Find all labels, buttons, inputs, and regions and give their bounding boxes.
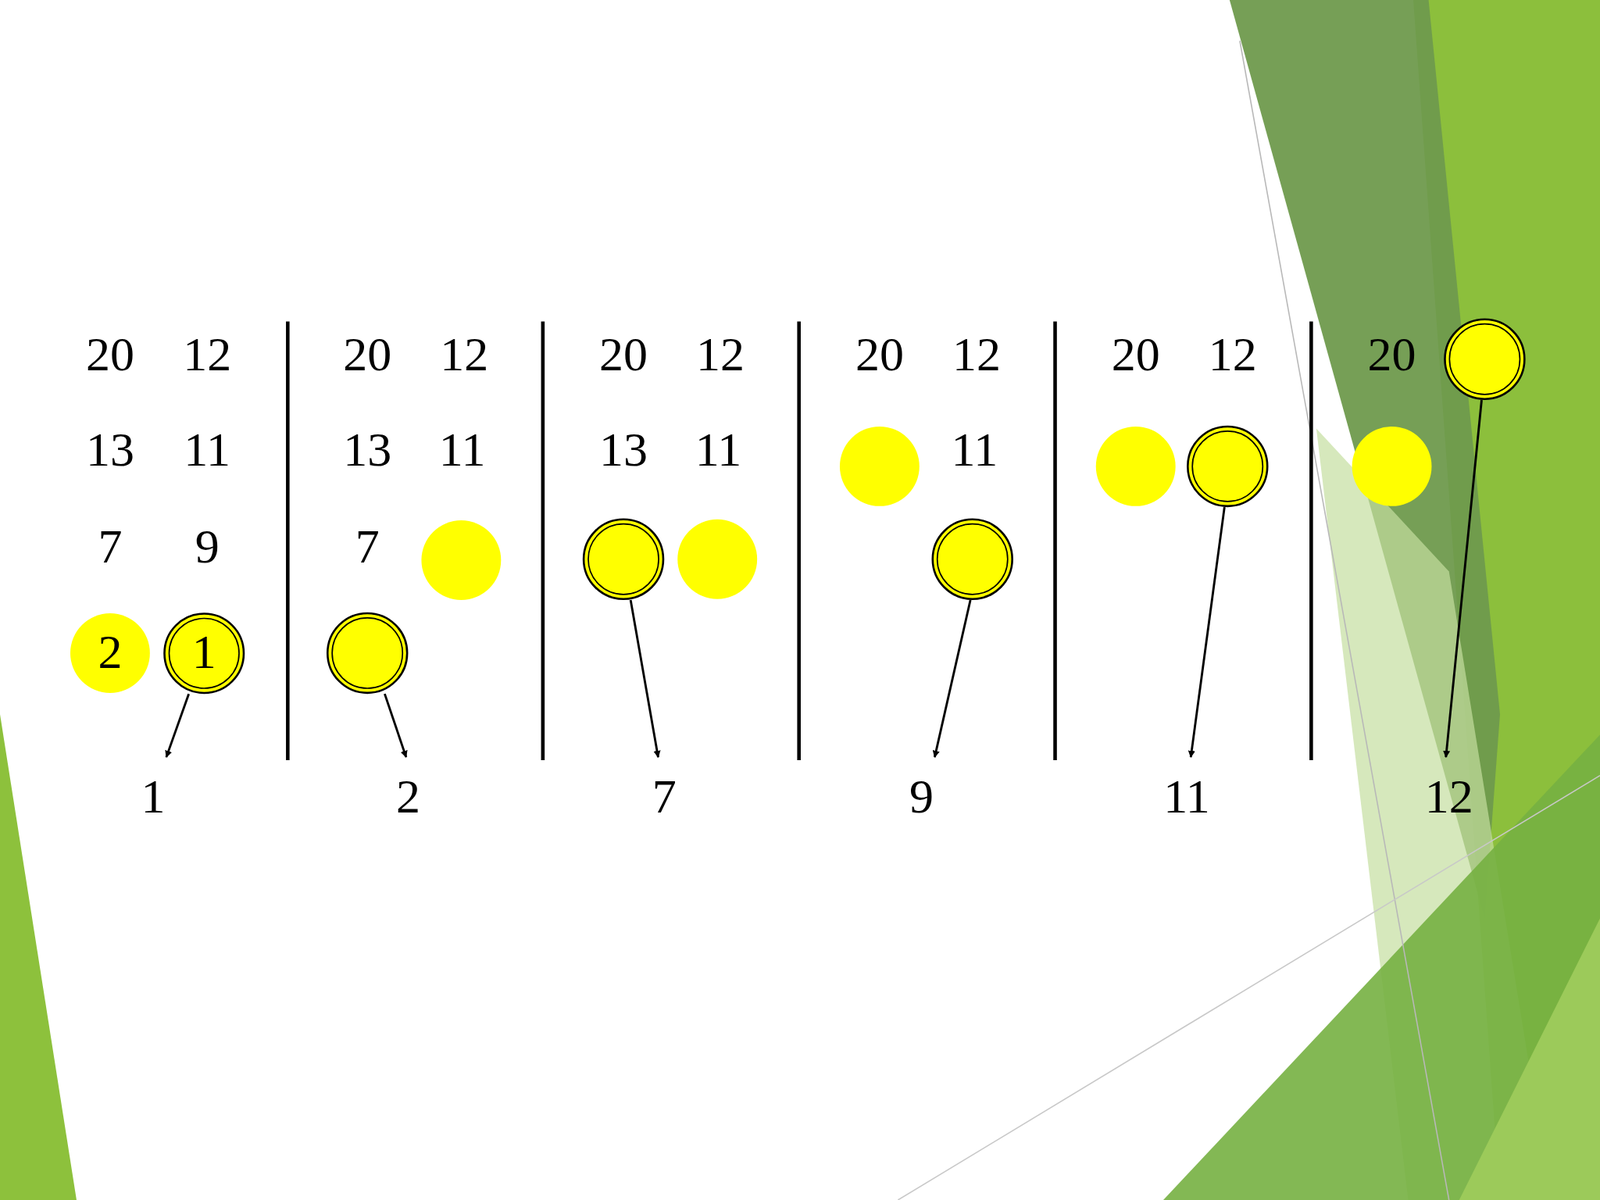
empty-slot (1352, 426, 1433, 507)
panel-divider (796, 321, 801, 761)
output-arrow (1446, 400, 1483, 758)
input-number: 12 (1208, 329, 1258, 379)
input-number: 9 (195, 521, 220, 571)
selected-number-circle: 1 (163, 612, 245, 694)
input-number: 11 (695, 425, 743, 474)
output-number: 7 (652, 771, 677, 821)
theme-band (1163, 734, 1600, 1200)
number-text: 2 (98, 627, 123, 676)
ring-inner (168, 617, 239, 688)
input-number: 13 (599, 425, 648, 474)
theme-band (1459, 918, 1600, 1200)
ring-inner (332, 617, 403, 689)
ring-outer (583, 519, 664, 600)
theme-line (1239, 40, 1450, 1200)
input-number: 12 (696, 329, 745, 379)
ring-inner (588, 524, 659, 595)
input-number: 20 (855, 329, 904, 379)
input-number: 12 (439, 329, 489, 379)
selected-slot (327, 613, 408, 693)
input-number: 20 (599, 329, 648, 379)
ring-inner (1192, 431, 1263, 502)
input-number: 11 (183, 425, 231, 474)
ring-inner (937, 524, 1008, 595)
selected-slot (1187, 426, 1268, 507)
selected-slot (932, 519, 1013, 600)
output-arrow (1190, 507, 1225, 758)
empty-slot (839, 426, 920, 507)
ring-inner (1449, 324, 1520, 395)
panel-divider (541, 321, 546, 761)
input-number: 20 (342, 329, 392, 379)
empty-slot (1096, 426, 1176, 507)
input-number: 7 (98, 521, 123, 571)
output-arrow (934, 600, 971, 758)
input-number: 20 (1111, 329, 1161, 379)
selected-slot (583, 519, 664, 600)
theme-band (0, 714, 77, 1200)
input-number: 13 (85, 425, 135, 474)
input-number: 20 (85, 329, 135, 379)
output-number: 12 (1425, 771, 1474, 821)
ring-outer (327, 613, 408, 693)
empty-slot (421, 520, 501, 600)
output-arrow (384, 693, 406, 758)
ring-outer (1444, 319, 1525, 400)
output-number: 9 (909, 771, 934, 821)
panel-divider (1053, 321, 1058, 761)
input-number: 12 (952, 329, 1001, 379)
circle-fill (70, 613, 150, 693)
selected-slot (1444, 319, 1525, 400)
number-circle: 2 (70, 613, 150, 693)
output-number: 1 (140, 771, 165, 821)
panel-divider (1309, 321, 1314, 761)
input-number: 7 (355, 521, 380, 571)
ring-outer (164, 613, 243, 693)
output-number: 2 (396, 771, 421, 821)
panel-divider (285, 321, 290, 761)
theme-line (897, 775, 1600, 1200)
input-number: 20 (1367, 329, 1417, 379)
empty-slot (677, 519, 758, 600)
ring-outer (1187, 426, 1268, 507)
number-text: 1 (192, 627, 217, 676)
input-number: 11 (439, 425, 486, 474)
output-arrow (630, 600, 658, 758)
input-number: 13 (342, 425, 392, 474)
input-number: 12 (182, 329, 232, 379)
input-number: 11 (950, 425, 998, 474)
output-number: 11 (1163, 771, 1211, 821)
ring-outer (932, 519, 1013, 600)
output-arrow (166, 693, 190, 758)
